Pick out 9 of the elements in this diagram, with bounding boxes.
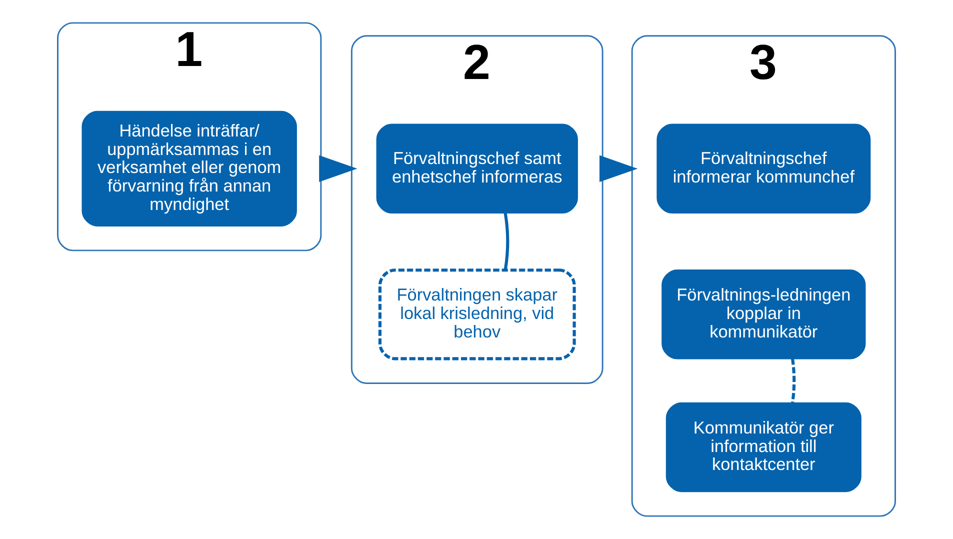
- node-box: Händelse inträffar/ uppmärksammas i en verksamhet eller genom förvarning från annan myndighet: [82, 110, 297, 226]
- node-box: Förvaltningen skapar lokal krisledning, vid behov: [378, 268, 576, 360]
- arrow: [599, 155, 638, 182]
- node-box: Förvaltnings-ledningen kopplar in kommunikatör: [662, 270, 866, 360]
- node-box: Kommunikatör ger information till kontaktcenter: [666, 402, 862, 492]
- node-box: Förvaltningschef informerar kommunchef: [656, 124, 871, 214]
- connector: [790, 358, 796, 403]
- node-box: Förvaltningschef samt enhetschef informeras: [376, 124, 578, 214]
- connector: [504, 213, 510, 270]
